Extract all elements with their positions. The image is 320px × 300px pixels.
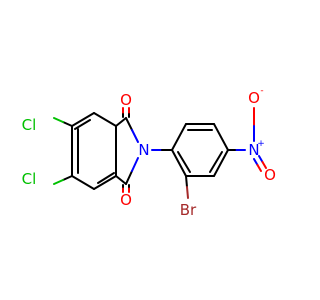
bond-c-cl [53,117,64,123]
charge-minus-nitro-oxygen: - [260,86,263,96]
bond-c-n [125,117,133,131]
bond-c-cl [53,179,64,185]
molecule-structure: O O N Cl Cl Br N + O - O [22,86,276,219]
bond-c-n [131,157,139,172]
bond-ring-right [171,149,187,177]
bond-c-n [125,170,133,185]
bond-ring-left-inner [74,119,91,130]
atom-oxygen-carbonyl-bottom: O [120,191,132,209]
bond-ring-left [71,175,95,190]
bond-c-br [186,186,189,199]
bond-n-o-nitro-double [253,158,259,166]
bond-ring-left [93,175,117,190]
bond-imide-ring [115,175,127,185]
bond-n-o-nitro-double [261,161,267,169]
bond-lines [53,107,267,199]
bond-n-o-nitro-double [258,155,264,163]
bond-ring-right-inner [177,151,191,173]
atom-oxygen-carbonyl-top: O [120,91,132,109]
atom-bromine: Br [180,201,197,219]
bond-ring-left [93,112,117,127]
bond-n-o-nitro-double [256,164,262,172]
atom-chlorine-upper: Cl [22,116,37,134]
bond-c-br [185,175,188,188]
bond-c-cl [62,121,73,127]
atom-chlorine-lower: Cl [22,170,37,188]
bond-c-cl [62,175,73,181]
bond-ring-right [213,123,229,151]
charge-plus-nitro: + [257,139,265,149]
bond-ring-right [213,149,229,177]
bond-ring-right [171,123,187,151]
bond-ring-left-inner [97,172,115,184]
atom-nitrogen-nitro: N [248,141,259,159]
bond-ring-right-inner [209,151,223,173]
atom-nitrogen-imide: N [138,141,149,159]
bond-c-n [131,129,139,143]
bond-ring-left [71,112,95,127]
atom-oxygen-nitro-top: O [248,89,260,107]
atom-oxygen-nitro-bottom: O [264,166,276,184]
bond-imide-ring [115,117,127,127]
